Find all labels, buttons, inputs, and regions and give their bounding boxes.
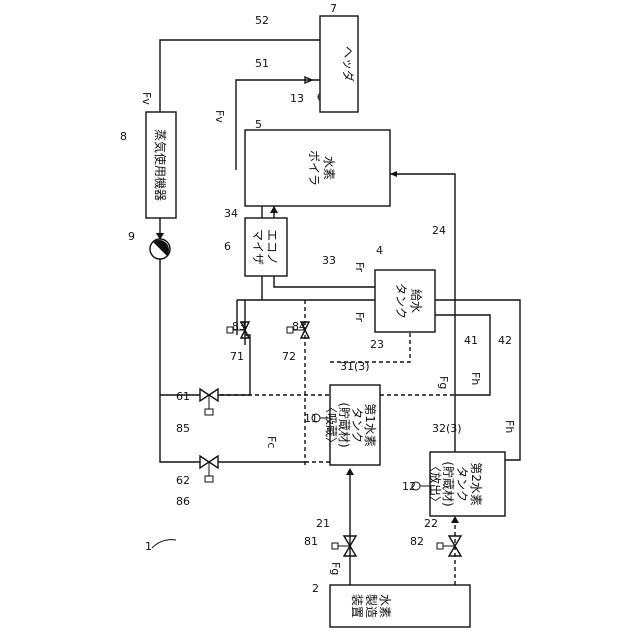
pump-9 (150, 239, 170, 259)
hydrogen-maker-2: 水素 製造 装置 (330, 585, 470, 627)
ref-83: 83 (232, 320, 246, 333)
steam-user-8: 蒸気使用機器 (146, 112, 176, 218)
header-label: ヘッダ (341, 46, 356, 82)
ref-13: 13 (290, 92, 304, 105)
ref-85: 85 (176, 422, 190, 435)
flow-fc: Fc (265, 436, 278, 448)
ref-42: 42 (498, 334, 512, 347)
pipe-33 (274, 276, 375, 287)
flow-fr-2: Fr (353, 312, 366, 323)
ref-61: 61 (176, 390, 190, 403)
ref-52: 52 (255, 14, 269, 27)
ref-24: 24 (432, 224, 446, 237)
tank1-label-3: (貯蔵材) (337, 402, 351, 447)
ref-82: 82 (410, 535, 424, 548)
maker-label-3: 装置 (350, 594, 364, 618)
hydrogen-tank-2: 第2水素 タンク (貯蔵材) 〈放出〉 (428, 452, 505, 516)
feed-tank-label-2: タンク (394, 283, 408, 319)
flow-fv-1: Fv (140, 92, 153, 105)
pipe-52 (160, 40, 335, 112)
flow-fv-2: Fv (213, 110, 226, 123)
ref-21: 21 (316, 517, 330, 530)
boiler-label-1: 水素 (322, 156, 336, 180)
tank2-label-4: 〈放出〉 (428, 460, 443, 508)
valve-61[interactable] (200, 389, 218, 415)
flow-fg-2: Fg (329, 562, 342, 575)
valve-81[interactable] (332, 536, 356, 556)
ref-84: 84 (292, 320, 306, 333)
feed-tank-4: 給水 タンク (375, 270, 435, 332)
header-7: ヘッダ (320, 16, 358, 112)
tank1-label-2: タンク (350, 407, 364, 443)
ref-23: 23 (370, 338, 384, 351)
ref-72: 72 (282, 350, 296, 363)
pipe-71 (245, 335, 250, 395)
flow-fh-2: Fh (503, 420, 516, 433)
feed-tank-label-1: 給水 (409, 289, 423, 313)
valve-82[interactable] (437, 536, 461, 556)
ref-33: 33 (322, 254, 336, 267)
ref-1: 1 (145, 540, 152, 553)
economizer-label-1: エコノ (265, 229, 279, 265)
hydrogen-tank-1: 第1水素 タンク (貯蔵材) 〈吸蔵〉 (324, 385, 380, 465)
ref-62: 62 (176, 474, 190, 487)
tank1-label-4: 〈吸蔵〉 (324, 401, 338, 449)
ref-41: 41 (464, 334, 478, 347)
maker-label-1: 水素 (378, 594, 392, 618)
ref-81: 81 (304, 535, 318, 548)
ref-5: 5 (255, 118, 262, 131)
ref-34: 34 (224, 207, 238, 220)
hydrogen-boiler-5: 水素 ボイラ (245, 130, 390, 206)
ref-8: 8 (120, 130, 127, 143)
tank1-label-1: 第1水素 (363, 403, 377, 447)
ref-6: 6 (224, 240, 231, 253)
ref-11: 11 (304, 412, 318, 425)
ref-2: 2 (312, 582, 319, 595)
ref-7: 7 (330, 2, 337, 15)
flow-fg-1: Fg (437, 376, 450, 389)
valve-62[interactable] (200, 456, 218, 482)
steam-user-label: 蒸気使用機器 (153, 129, 168, 201)
ref-9: 9 (128, 230, 135, 243)
ref-51: 51 (255, 57, 269, 70)
ref-22: 22 (424, 517, 438, 530)
ref-86: 86 (176, 495, 190, 508)
economizer-6: エコノ マイザ (245, 218, 287, 276)
ref-31: 31(3) (340, 360, 370, 373)
tank2-label-1: 第2水素 (469, 462, 483, 506)
ref-4: 4 (376, 244, 383, 257)
economizer-label-2: マイザ (251, 229, 265, 265)
tank2-label-2: タンク (455, 466, 469, 502)
maker-label-2: 製造 (364, 594, 378, 618)
ref-12: 12 (402, 480, 416, 493)
flow-fh-1: Fh (469, 372, 482, 385)
ref-71: 71 (230, 350, 244, 363)
pipe-9-return (160, 258, 200, 395)
ref-32: 32(3) (432, 422, 462, 435)
boiler-label-2: ボイラ (307, 150, 321, 186)
tank2-label-3: (貯蔵材) (441, 461, 455, 506)
flow-fr-1: Fr (353, 262, 366, 273)
